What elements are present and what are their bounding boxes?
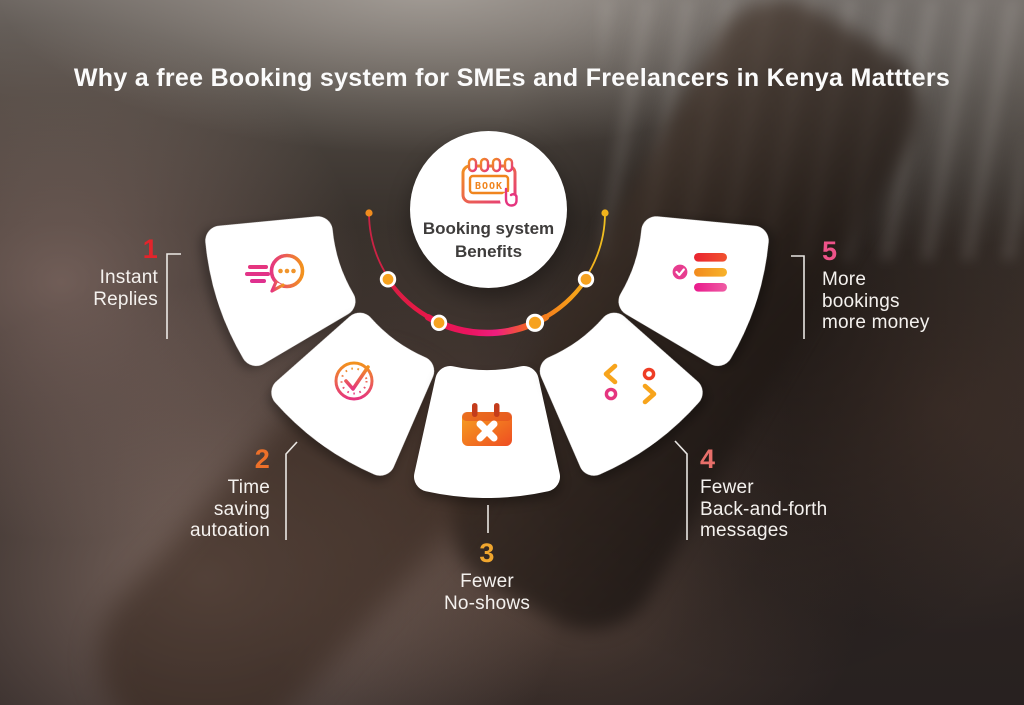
benefit-4-label: 4 Fewer Back-and-forth messages <box>700 444 828 541</box>
benefit-3-number: 3 <box>479 538 495 568</box>
center-label: Booking system Benefits <box>422 219 555 261</box>
benefit-5-number: 5 <box>822 236 838 266</box>
arc-bead-dot <box>379 271 397 288</box>
petal-card-1 <box>205 216 356 367</box>
center-circle: BOOK Booking system Benefits <box>410 131 567 288</box>
arc-end-dot-left <box>365 209 373 217</box>
background-arm <box>61 322 519 705</box>
benefit-5-label: 5 More bookings more money <box>822 236 930 333</box>
arc-bead-dot <box>430 314 448 332</box>
booking-sign-icon: BOOK <box>461 157 518 208</box>
benefit-2-label: 2 Time saving autoation <box>190 444 270 541</box>
benefit-2-number: 2 <box>254 444 270 474</box>
connector-line-1 <box>166 253 181 339</box>
chat-bubble-icon <box>245 253 305 293</box>
benefit-4-number: 4 <box>700 444 716 474</box>
page-title: Why a free Booking system for SMEs and F… <box>73 64 951 92</box>
book-sign-text: BOOK <box>474 181 502 192</box>
pointer-hand-icon <box>504 187 518 207</box>
benefit-1-label: 1 Instant Replies <box>93 234 158 310</box>
arc-bead-dot <box>525 313 545 332</box>
benefit-3-label: 3 Fewer No-shows <box>387 538 587 614</box>
benefit-1-number: 1 <box>142 234 158 264</box>
